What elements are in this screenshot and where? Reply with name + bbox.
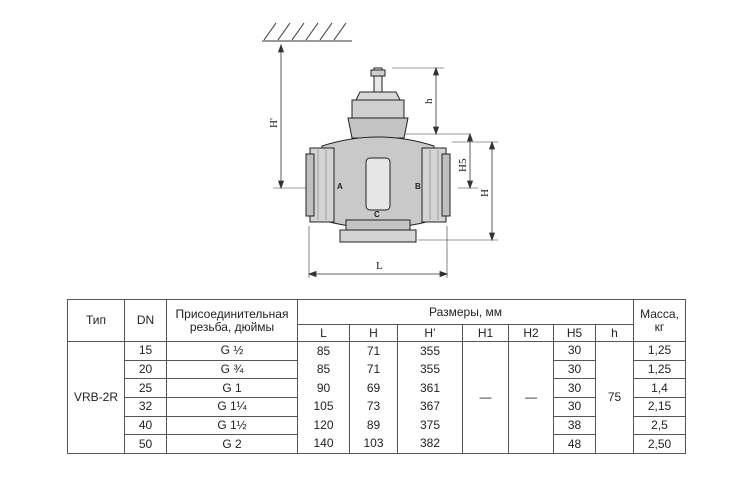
l-cell: 105 [297, 397, 350, 417]
dn-cell: 32 [124, 396, 167, 417]
h-cell: 89 [349, 416, 398, 435]
h1-cell: — [462, 341, 509, 454]
dim-label-h-small: h [423, 98, 435, 104]
h5-cell: 48 [553, 434, 596, 454]
h2-cell: — [508, 341, 554, 454]
l-cell: 85 [297, 360, 350, 379]
thread-cell: G 1¼ [166, 396, 298, 417]
port-label-b: B [415, 182, 421, 191]
dn-cell: 15 [124, 341, 167, 361]
valve-drawing: A B C H' h H5 H L [262, 22, 498, 278]
h-prime-cell: 361 [397, 378, 463, 398]
spec-table: Тип DN Присоединительная резьба, дюймы Р… [67, 299, 686, 454]
table-row: 40 G 1½ 120 89 375 38 2,5 [68, 415, 686, 436]
h-cell: 71 [349, 360, 398, 379]
port-label-a: A [337, 182, 343, 191]
port-label-c: C [374, 210, 380, 219]
h5-cell: 30 [553, 396, 596, 417]
l-cell: 85 [297, 341, 350, 361]
h-cell: 69 [349, 378, 398, 398]
thread-cell: G 1½ [166, 415, 298, 436]
dn-cell: 25 [124, 378, 167, 398]
header-thread: Присоединительная резьба, дюймы [166, 299, 298, 342]
mass-cell: 2,5 [633, 415, 686, 436]
dim-label-L: L [376, 260, 383, 272]
h-prime-cell: 355 [397, 341, 463, 361]
subheader-l: L [297, 324, 350, 342]
ceiling-hatch [262, 22, 352, 42]
header-dimensions: Размеры, мм [297, 299, 634, 325]
dn-cell: 50 [124, 434, 167, 454]
h-prime-cell: 355 [397, 360, 463, 379]
header-mass: Масса, кг [633, 299, 686, 342]
mass-cell: 2,50 [633, 434, 686, 454]
h5-cell: 30 [553, 378, 596, 398]
subheader-h-small: h [595, 324, 634, 342]
table-row: 32 G 1¼ 105 73 367 30 2,15 [68, 396, 686, 417]
table-row: 50 G 2 140 103 382 48 2,50 [68, 434, 686, 454]
l-cell: 90 [297, 378, 350, 398]
dim-label-H: H [479, 189, 491, 197]
h-small-cell: 75 [595, 341, 634, 454]
header-dn: DN [124, 299, 167, 342]
mass-cell: 1,4 [633, 378, 686, 398]
l-cell: 120 [297, 416, 350, 435]
h5-cell: 30 [553, 341, 596, 361]
dn-cell: 40 [124, 415, 167, 436]
table-row: 25 G 1 90 69 361 30 1,4 [68, 378, 686, 398]
h5-cell: 38 [553, 415, 596, 436]
valve-body [305, 67, 451, 243]
h-cell: 103 [349, 434, 398, 454]
thread-cell: G 2 [166, 434, 298, 454]
subheader-h-prime: H’ [397, 324, 463, 342]
table-row: VRB-2R 15 G ½ 85 71 355 — — 30 75 1,25 [67, 341, 686, 454]
thread-cell: G 1 [166, 378, 298, 398]
mass-cell: 1,25 [633, 341, 686, 361]
h5-cell: 30 [553, 359, 596, 380]
subheader-h2: H2 [508, 324, 554, 342]
dim-label-h5: H5 [457, 158, 469, 172]
header-type: Тип [67, 299, 125, 342]
thread-cell: G ½ [166, 341, 298, 361]
l-cell: 140 [297, 434, 350, 454]
dimension-lines [273, 43, 498, 278]
h-prime-cell: 382 [397, 434, 463, 454]
subheader-h: H [349, 324, 398, 342]
table-row: 20 G ¾ 85 71 355 30 1,25 [68, 359, 686, 380]
type-cell: VRB-2R [67, 341, 125, 454]
dn-cell: 20 [124, 359, 167, 380]
h-cell: 73 [349, 397, 398, 417]
mass-cell: 1,25 [633, 359, 686, 380]
h-prime-cell: 367 [397, 397, 463, 417]
h-cell: 71 [349, 341, 398, 361]
subheader-h5: H5 [553, 324, 596, 342]
h-prime-cell: 375 [397, 416, 463, 435]
subheader-h1: H1 [462, 324, 509, 342]
dim-label-h-prime: H' [268, 118, 280, 128]
thread-cell: G ¾ [166, 359, 298, 380]
mass-cell: 2,15 [633, 396, 686, 417]
